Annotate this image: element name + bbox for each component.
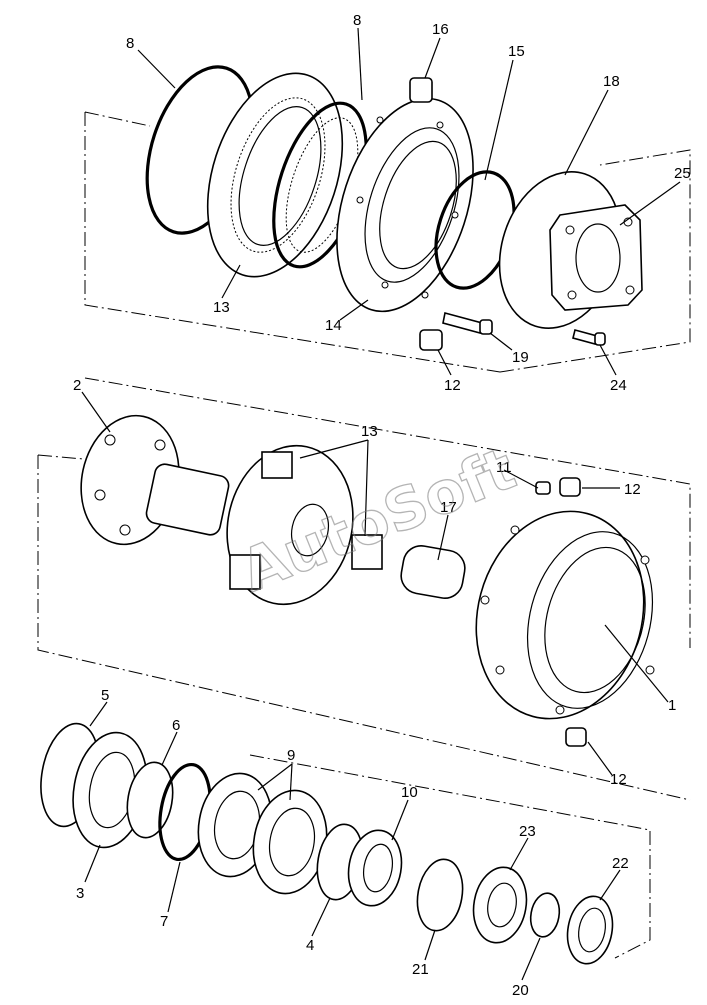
- callout-12-middle: 12: [624, 481, 641, 498]
- plug-11: [535, 481, 551, 495]
- bolt-19: [442, 312, 483, 334]
- callout-2: 2: [73, 377, 81, 394]
- callout-8-right: 8: [353, 12, 361, 29]
- bushing-17: [400, 545, 466, 599]
- planet-gear-bottom: [229, 554, 261, 590]
- plug-12-lower: [565, 727, 587, 747]
- callout-11: 11: [496, 459, 512, 476]
- middle-assembly-group: [37, 377, 691, 801]
- callout-21: 21: [412, 961, 429, 978]
- bottom-assembly-group: [40, 722, 651, 965]
- group-boundary-top: [84, 111, 691, 373]
- gear-teeth-inner: [230, 97, 326, 253]
- top-assembly-group: [84, 65, 691, 373]
- callout-18: 18: [603, 73, 620, 90]
- callout-13-top: 13: [213, 299, 230, 316]
- callout-5: 5: [101, 687, 109, 704]
- hub-housing-1: [475, 510, 645, 720]
- callout-15: 15: [508, 43, 525, 60]
- callout-3: 3: [76, 885, 84, 902]
- breather-plug-16: [409, 77, 433, 103]
- group-boundary-middle: [37, 377, 691, 801]
- snap-ring-21: [416, 858, 464, 932]
- callout-10: 10: [401, 784, 418, 801]
- bearing-23: [472, 866, 528, 944]
- callout-14: 14: [325, 317, 342, 334]
- group-boundary-bottom: [249, 754, 651, 959]
- bolt-24: [572, 329, 598, 345]
- callout-7: 7: [160, 913, 168, 930]
- callout-12-lower: 12: [610, 771, 627, 788]
- plug-12-middle: [559, 477, 581, 497]
- callout-23: 23: [519, 823, 536, 840]
- callout-6: 6: [172, 717, 180, 734]
- washer-22: [566, 895, 614, 965]
- plug-12-top: [419, 329, 443, 351]
- callout-19: 19: [512, 349, 529, 366]
- callout-8-left: 8: [126, 35, 134, 52]
- planet-gear-top: [261, 451, 293, 479]
- callout-4: 4: [306, 937, 314, 954]
- callout-13-middle: 13: [361, 423, 378, 440]
- snap-ring-20: [529, 892, 561, 938]
- splined-shaft: [145, 463, 230, 536]
- callout-12-top: 12: [444, 377, 461, 394]
- callout-22: 22: [612, 855, 629, 872]
- callout-24: 24: [610, 377, 627, 394]
- leader-lines: [81, 27, 681, 981]
- planet-gear-free: [351, 534, 383, 570]
- callout-25: 25: [674, 165, 691, 182]
- callout-17: 17: [440, 499, 457, 516]
- housing-flange-14: [336, 97, 474, 313]
- boss-bore: [575, 223, 621, 293]
- callout-20: 20: [512, 982, 529, 999]
- callout-9: 9: [287, 747, 295, 764]
- callout-16: 16: [432, 21, 449, 38]
- callout-1: 1: [668, 697, 676, 714]
- callout-labels: 8 8 16 15 18 25 13 14 19 12 24 2 13 11 1…: [73, 12, 691, 999]
